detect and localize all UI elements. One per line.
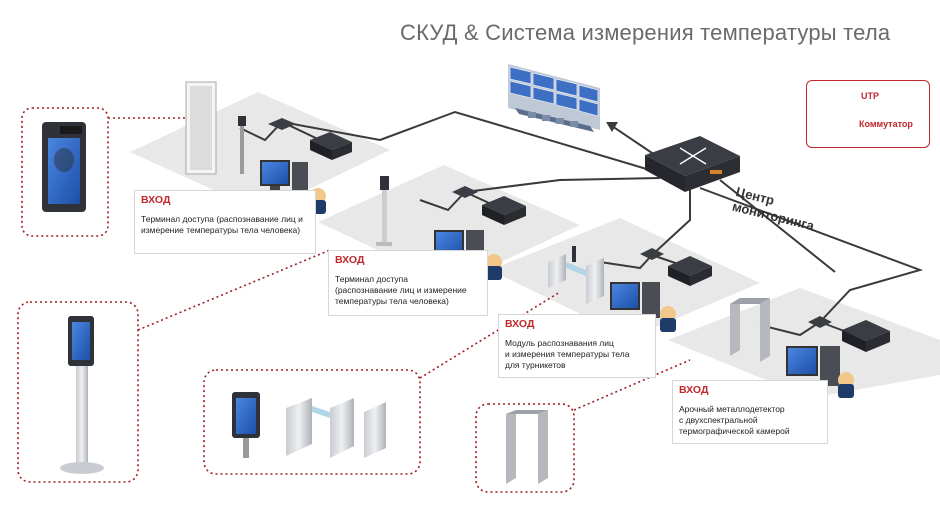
station-1-line-2: измерение температуры тела человека) xyxy=(141,225,301,235)
station-2-line-2: (распознавание лиц и измерение xyxy=(335,285,467,295)
station-card-3: ВХОД Модуль распознавания лиц и измерени… xyxy=(498,314,656,378)
station-4-header: ВХОД xyxy=(679,384,709,396)
video-wall xyxy=(508,64,600,132)
uplink-arrow xyxy=(606,122,656,156)
station-2-line-1: Терминал доступа xyxy=(335,274,409,284)
legend-utp-label: UTP xyxy=(861,91,879,101)
legend-box: UTP Коммутатор xyxy=(806,80,930,148)
station-4-line-2: с двухспектральной xyxy=(679,415,758,425)
platform-3 xyxy=(490,218,760,338)
station-1-header: ВХОД xyxy=(141,194,171,206)
station-card-1: ВХОД Терминал доступа (распознавание лиц… xyxy=(134,190,316,254)
station-4-line-1: Арочный металлодетектор xyxy=(679,404,785,414)
metal-detector-image xyxy=(506,410,548,484)
station-card-4: ВХОД Арочный металлодетектор с двухспект… xyxy=(672,380,828,444)
callout-boxes xyxy=(17,107,691,493)
utp-cables xyxy=(239,110,924,337)
core-switch xyxy=(645,136,740,192)
station-1-line-1: Терминал доступа (распознавание лиц и xyxy=(141,214,303,224)
station-4-line-3: термографической камерой xyxy=(679,426,790,436)
station-3-header: ВХОД xyxy=(505,318,535,330)
station-card-2: ВХОД Терминал доступа (распознавание лиц… xyxy=(328,250,488,316)
terminal-stand-image xyxy=(60,316,104,474)
station-3-line-3: для турникетов xyxy=(505,360,566,370)
station-4-devices xyxy=(730,298,890,398)
turnstile-image xyxy=(232,392,386,458)
terminal-wall-image xyxy=(42,122,86,212)
station-3-line-2: и измерения температуры тела xyxy=(505,349,630,359)
station-2-line-3: температуры тела человека) xyxy=(335,296,449,306)
station-3-line-1: Модуль распознавания лиц xyxy=(505,338,614,348)
page-title: СКУД & Система измерения температуры тел… xyxy=(400,20,891,45)
station-3-devices xyxy=(548,246,712,332)
station-1-devices xyxy=(185,81,352,214)
station-2-header: ВХОД xyxy=(335,254,365,266)
legend-switch-label: Коммутатор xyxy=(859,119,913,129)
